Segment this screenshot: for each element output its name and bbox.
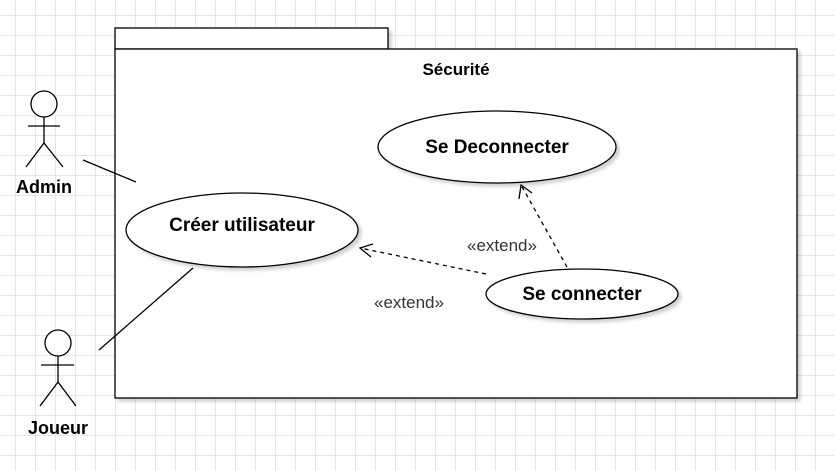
actor-admin[interactable]: Admin [16, 90, 72, 197]
stick-figure-icon [25, 90, 64, 168]
actor-label: Joueur [28, 418, 88, 438]
use-case-creer-utilisateur[interactable]: Créer utilisateur [125, 192, 359, 268]
use-case-ellipse [377, 110, 617, 184]
use-case-label: Se connecter [522, 284, 642, 305]
extend-connecter-to-creer[interactable] [358, 243, 487, 275]
package-title: Sécurité [422, 60, 489, 79]
extend-arrowhead [518, 183, 533, 200]
actor-joueur[interactable]: Joueur [28, 329, 88, 438]
extend-line [359, 247, 487, 275]
stick-figure-icon [39, 329, 77, 407]
association-joueur-creer[interactable] [98, 267, 194, 351]
association-admin-creer[interactable] [82, 159, 137, 183]
extend-arrowhead [358, 243, 374, 258]
extend-label-deconnecter: «extend» [467, 236, 537, 255]
use-case-label: Créer utilisateur [169, 215, 315, 236]
extend-connecter-to-deconnecter[interactable] [518, 183, 568, 268]
use-case-ellipse [485, 268, 679, 320]
use-case-se-connecter[interactable]: Se connecter [485, 268, 679, 320]
use-case-se-deconnecter[interactable]: Se Deconnecter [377, 110, 617, 184]
actor-label: Admin [16, 177, 72, 197]
use-case-label: Se Deconnecter [425, 137, 569, 158]
extend-label-creer: «extend» [374, 293, 444, 312]
use-case-ellipse [125, 192, 359, 268]
package-tab [114, 27, 389, 50]
